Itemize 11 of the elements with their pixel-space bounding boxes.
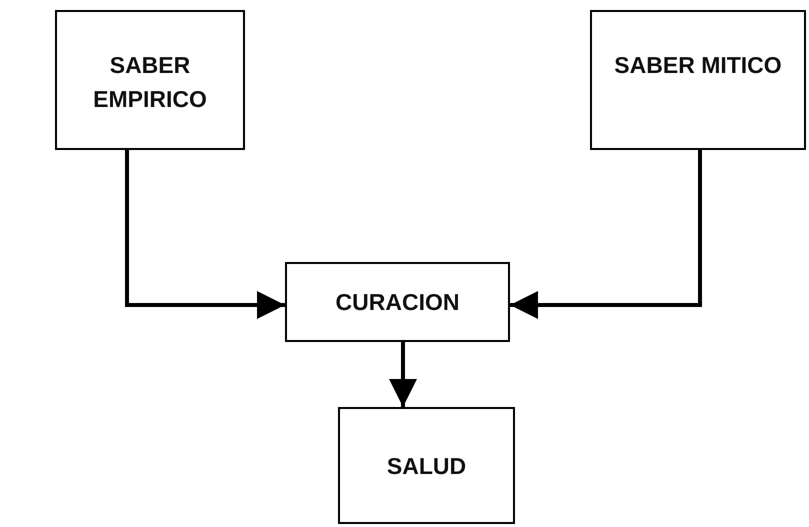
box-label: CURACION — [336, 288, 460, 317]
process-box — [590, 10, 806, 150]
arrow — [389, 342, 417, 407]
box-label: SALUD — [386, 452, 466, 480]
arrow — [510, 150, 702, 319]
box-label: SABER MITICO — [614, 51, 782, 80]
box-label: SABER EMPIRICO — [92, 51, 208, 114]
process-box — [55, 10, 245, 150]
arrow — [125, 150, 285, 319]
process-box — [338, 407, 515, 524]
process-box — [285, 262, 510, 342]
